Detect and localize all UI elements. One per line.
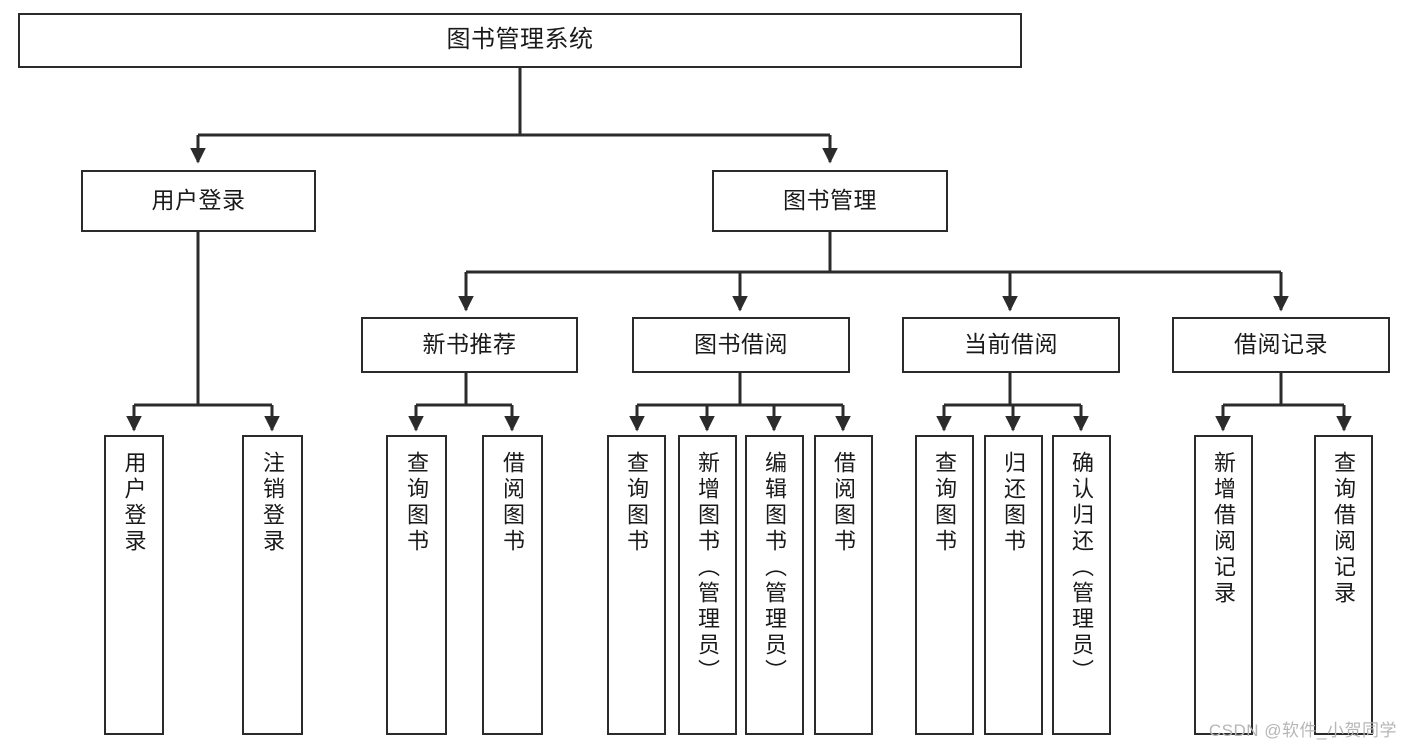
node-label: 查询借阅记录 — [1331, 451, 1357, 607]
node-label: 借阅图书 — [831, 451, 857, 555]
leaf-query-book-current[interactable]: 查询图书 — [915, 435, 974, 735]
node-label: 新增借阅记录 — [1211, 451, 1237, 607]
node-label: 新增图书（管理员） — [695, 451, 721, 685]
node-label: 图书借阅 — [694, 331, 788, 358]
node-user-login[interactable]: 用户登录 — [81, 170, 316, 232]
node-label: 新书推荐 — [422, 331, 517, 358]
node-book-manage[interactable]: 图书管理 — [712, 170, 948, 232]
node-label: 用户登录 — [121, 451, 147, 555]
node-label: 查询图书 — [624, 451, 650, 555]
leaf-edit-book-admin[interactable]: 编辑图书（管理员） — [745, 435, 804, 735]
node-label: 注销登录 — [260, 451, 286, 555]
node-label: 当前借阅 — [964, 331, 1058, 358]
leaf-borrow-book[interactable]: 借阅图书 — [814, 435, 873, 735]
leaf-query-book-borrow[interactable]: 查询图书 — [607, 435, 666, 735]
leaf-add-borrow-record[interactable]: 新增借阅记录 — [1194, 435, 1253, 735]
node-label: 归还图书 — [1001, 451, 1027, 555]
node-label: 确认归还（管理员） — [1069, 451, 1095, 685]
node-label: 查询图书 — [932, 451, 958, 555]
node-book-borrow[interactable]: 图书借阅 — [632, 317, 850, 373]
node-root-system[interactable]: 图书管理系统 — [18, 13, 1022, 68]
leaf-query-borrow-record[interactable]: 查询借阅记录 — [1314, 435, 1373, 735]
leaf-logout[interactable]: 注销登录 — [242, 435, 303, 735]
node-label: 编辑图书（管理员） — [762, 451, 788, 685]
leaf-borrow-book-recommend[interactable]: 借阅图书 — [482, 435, 543, 735]
node-borrow-record[interactable]: 借阅记录 — [1172, 317, 1390, 373]
node-label: 查询图书 — [404, 451, 430, 555]
node-label: 借阅图书 — [500, 451, 526, 555]
node-label: 借阅记录 — [1234, 331, 1328, 358]
node-current-borrow[interactable]: 当前借阅 — [902, 317, 1120, 373]
node-new-book-recommend[interactable]: 新书推荐 — [361, 317, 578, 373]
csdn-watermark: CSDN @软件_小贺同学 — [1208, 721, 1397, 740]
node-label: 图书管理系统 — [446, 26, 594, 54]
leaf-return-book[interactable]: 归还图书 — [984, 435, 1043, 735]
node-label: 图书管理 — [783, 187, 877, 214]
leaf-confirm-return-admin[interactable]: 确认归还（管理员） — [1052, 435, 1111, 735]
leaf-query-book-recommend[interactable]: 查询图书 — [386, 435, 447, 735]
leaf-add-book-admin[interactable]: 新增图书（管理员） — [678, 435, 737, 735]
node-label: 用户登录 — [151, 187, 246, 214]
leaf-user-login[interactable]: 用户登录 — [104, 435, 164, 735]
